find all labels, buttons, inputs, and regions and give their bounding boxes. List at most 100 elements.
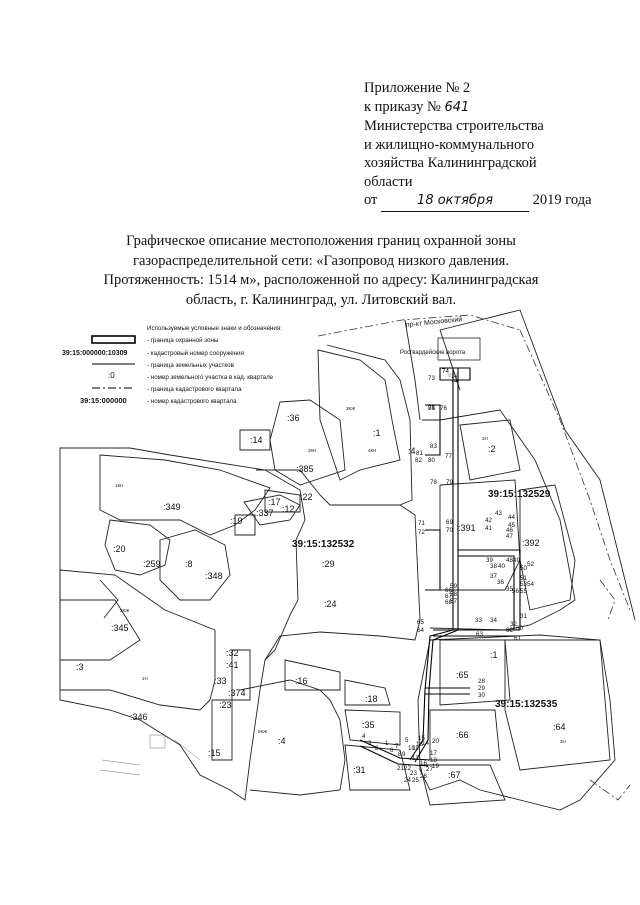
point-number: 26	[420, 773, 427, 780]
gate-label: Росгвардейские ворота	[400, 349, 466, 356]
point-number: 40	[498, 563, 505, 570]
parcel-label: :65	[456, 670, 469, 680]
building-label: 4КН	[368, 448, 376, 453]
point-number: 18	[430, 757, 437, 764]
parcel-label: :391	[458, 523, 476, 533]
point-number: 76	[440, 405, 447, 412]
point-number: 80	[428, 457, 435, 464]
point-number: 15	[418, 735, 425, 742]
point-number: 65	[417, 619, 424, 626]
point-number: 47	[506, 533, 513, 540]
point-number: 50	[520, 565, 527, 572]
parcel-label: :36	[287, 413, 300, 423]
parcel-label: :29	[322, 559, 335, 569]
order-number: 641	[444, 99, 470, 115]
point-number: 37	[490, 573, 497, 580]
point-number: 56	[512, 588, 519, 595]
parcel-label: :349	[163, 502, 181, 512]
parcel-label: :4	[278, 736, 286, 746]
point-number: 71	[418, 520, 425, 527]
point-number: 43	[495, 510, 502, 517]
parcel-label: :14	[250, 435, 263, 445]
parcel-label: :4	[408, 446, 416, 456]
map-legend: Используемые условные знаки и обозначени…	[62, 325, 282, 405]
point-number: 9	[402, 751, 406, 758]
point-number: 84	[428, 405, 435, 412]
parcel-label: :16	[295, 676, 308, 686]
title-line-3: Протяженность: 1514 м», расположенной по…	[103, 272, 539, 288]
point-number: 36	[497, 579, 504, 586]
point-number: 61	[514, 635, 521, 642]
parcel-label: :20	[113, 544, 126, 554]
point-number: 5	[405, 737, 409, 744]
ministry-line-3: хозяйства Калининградской	[364, 155, 537, 171]
point-number: 66	[445, 587, 452, 594]
point-number: 8	[398, 751, 402, 758]
point-number: 68	[445, 599, 452, 606]
parcel-label: :346	[130, 712, 148, 722]
legend-zone-sample	[91, 335, 136, 344]
point-number: 42	[485, 517, 492, 524]
order-prefix: к приказу №	[364, 98, 441, 115]
point-number: 72	[418, 529, 425, 536]
document-title: Графическое описание местоположения гран…	[96, 232, 546, 310]
parcel-label: :15	[208, 748, 221, 758]
point-number: 1	[385, 740, 389, 747]
point-number: 12	[412, 755, 419, 762]
point-number: 30	[478, 692, 485, 699]
point-number: 21	[397, 765, 404, 772]
building-label: 3Н	[560, 739, 566, 744]
legend-item-2: - кадастровый номер сооружения	[147, 350, 244, 357]
point-number: 48	[506, 557, 513, 564]
point-number: 69	[446, 519, 453, 526]
legend-sample-6: 39:15:000000	[80, 396, 127, 405]
point-number: 4	[362, 733, 366, 740]
appendix-line: Приложение № 2	[364, 80, 471, 96]
parcel-label: :1	[451, 374, 459, 384]
point-number: 29	[478, 685, 485, 692]
point-number: 49	[513, 557, 520, 564]
point-number: 78	[430, 479, 437, 486]
date-handwritten: 18 октября	[381, 192, 530, 212]
parcel-label: :41	[226, 660, 239, 670]
point-number: 51	[520, 575, 527, 582]
point-number: 24	[404, 777, 411, 784]
point-number: 60	[516, 625, 523, 632]
point-number: 58	[450, 591, 457, 598]
quarter-number-2: 39:15:132529	[488, 489, 551, 500]
parcel-label: :33	[214, 676, 227, 686]
building-label: 1Н	[142, 676, 148, 681]
point-number: 83	[430, 443, 437, 450]
point-number: 17	[430, 750, 437, 757]
point-number: 32	[510, 621, 517, 628]
parcel-label: :374	[228, 688, 246, 698]
parcel-label: :66	[456, 730, 469, 740]
legend-item-5: - граница кадастрового квартала	[147, 386, 242, 393]
building-label: 2КН	[308, 448, 316, 453]
parcel-label: :392	[522, 538, 540, 548]
ministry-line-4: области	[364, 173, 413, 190]
point-number: 67	[445, 593, 452, 600]
point-number: 52	[527, 561, 534, 568]
parcel-label: :348	[205, 571, 223, 581]
parcel-label: :35	[362, 720, 375, 730]
parcel-label: :31	[353, 765, 366, 775]
point-number: 3	[368, 740, 372, 747]
legend-item-6: - номер кадастрового квартала	[147, 398, 237, 405]
point-number: 25	[412, 777, 419, 784]
legend-heading: Используемые условные знаки и обозначени…	[147, 325, 282, 332]
quarter-number-3: 39:15:132535	[495, 699, 558, 710]
point-number: 35	[506, 586, 513, 593]
parcel-label: :22	[300, 492, 313, 502]
building-label: 1КН	[115, 483, 123, 488]
point-number: 10	[408, 745, 415, 752]
order-line: к приказу № 641	[364, 98, 624, 118]
order-header: Приложение № 2 к приказу № 641 Министерс…	[364, 79, 624, 212]
building-label: 2КЖ	[120, 608, 130, 613]
parcel-label: :17	[268, 497, 281, 507]
point-number: 38	[490, 563, 497, 570]
parcel-label: :2	[488, 444, 496, 454]
point-number: 55	[520, 588, 527, 595]
date-prefix: от	[364, 192, 378, 208]
point-number: 7	[395, 743, 399, 750]
